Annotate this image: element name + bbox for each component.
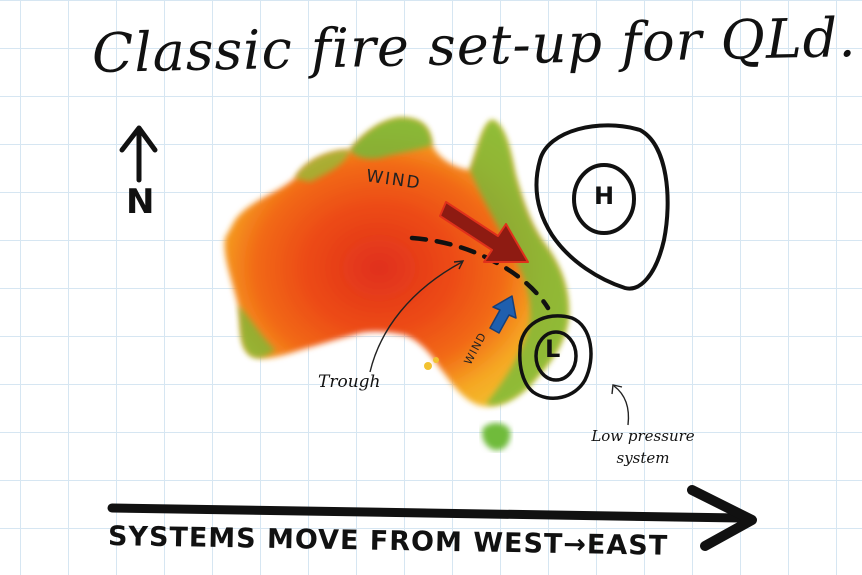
northwest-green: [295, 150, 350, 182]
trough-label: Trough: [318, 372, 381, 392]
low-pressure-label-line2: system: [616, 449, 670, 467]
north-green: [350, 118, 432, 159]
low-pressure-pointer: [613, 385, 630, 426]
australia-heatmap: [224, 118, 569, 451]
hot-wind-arrow-icon: [439, 201, 529, 263]
north-arrow-icon: [119, 125, 158, 183]
island-dot: [433, 357, 439, 363]
west-to-east-arrow-icon: [107, 485, 757, 551]
trough-pointer: [369, 261, 463, 373]
low-pressure-letter: L: [545, 335, 561, 363]
trough-pointer-head: [453, 260, 465, 270]
low-pressure-system-label: Low pressure system: [578, 425, 708, 469]
low-pressure-icon: [518, 314, 593, 400]
north-label: N: [126, 182, 155, 222]
tasmania-shape: [482, 422, 511, 451]
high-pressure-label: H: [594, 182, 615, 210]
cool-wind-arrow-icon: [489, 295, 517, 334]
low-pressure-pointer-head: [611, 384, 623, 395]
island-dot: [424, 362, 432, 370]
low-pressure-label-line1: Low pressure: [591, 427, 695, 445]
high-pressure-icon: [534, 123, 670, 291]
southwest-green: [238, 305, 275, 358]
